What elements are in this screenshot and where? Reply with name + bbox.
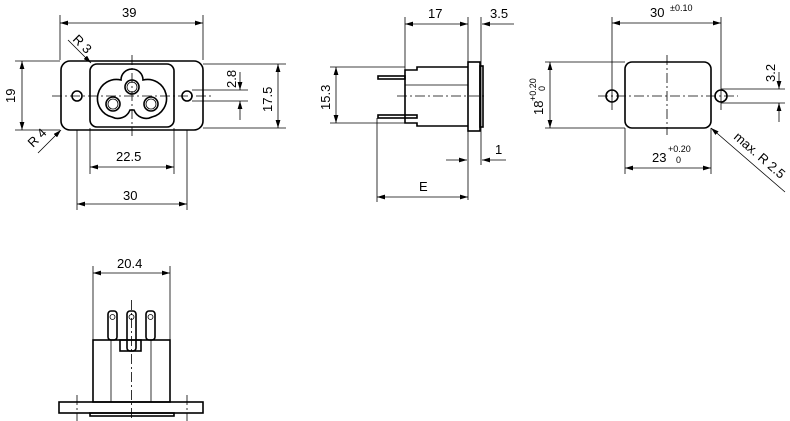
svg-text:±0.10: ±0.10	[670, 3, 692, 13]
dim-flange: 3.5	[490, 6, 508, 21]
panel-cutout-view: 30 ±0.10 18 +0.20 0 23 +0.20 0 3.2 max. …	[528, 3, 788, 193]
pin-right	[145, 310, 156, 341]
dim-hole-pitch: 30	[123, 188, 137, 203]
dim-body-height: 15.3	[318, 85, 333, 110]
socket-contour	[96, 68, 168, 120]
dim-plate: 1	[495, 142, 502, 157]
dim-inner-width: 22.5	[116, 149, 141, 164]
dim-hole-dia: 3.2	[763, 64, 778, 82]
svg-text:+0.20: +0.20	[528, 78, 538, 101]
dim-cutout-width: 23	[652, 150, 666, 165]
dim-height: 19	[3, 89, 18, 103]
dim-radius-bottom: R 4	[25, 125, 50, 150]
dim-radius-top: R 3	[70, 32, 95, 57]
flange	[58, 401, 204, 414]
dim-corner-radius: max. R 2.5	[731, 129, 788, 182]
body	[404, 66, 468, 127]
svg-text:0: 0	[676, 155, 681, 165]
dim-depth: 17	[428, 6, 442, 21]
pin-bottom	[377, 114, 418, 119]
dim-inner-height: 17.5	[260, 87, 275, 112]
pin-top	[377, 75, 406, 80]
svg-text:+0.20: +0.20	[668, 144, 691, 154]
front-view: 39 19 R 3 R 4 2.8 17.5 22.5 30	[3, 5, 286, 210]
dim-width: 39	[122, 5, 136, 20]
dim-cutout-height: 18	[531, 101, 546, 115]
dim-overall: E	[419, 179, 428, 194]
cutout-outline	[624, 61, 712, 129]
side-view: 17 3.5 15.3 1 E	[318, 6, 514, 202]
dim-cutout-hole-pitch: 30	[650, 5, 664, 20]
svg-text:0: 0	[537, 86, 547, 91]
bottom-view: 20.4	[58, 256, 204, 421]
dim-bottom-width: 20.4	[117, 256, 142, 271]
contact-right	[143, 96, 159, 112]
dim-hole-offset: 2.8	[224, 70, 239, 88]
flange	[467, 61, 481, 132]
pin-left	[107, 310, 118, 341]
contact-left	[105, 96, 121, 112]
